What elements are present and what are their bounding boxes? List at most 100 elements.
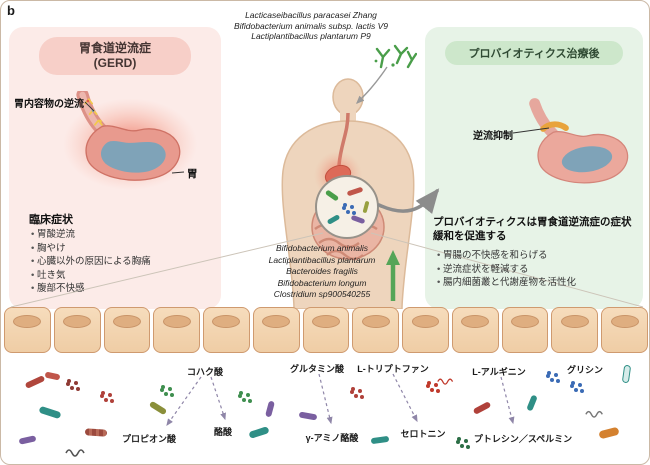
bacteria-rod-icon [621,364,632,384]
metabolite-label: L-トリプトファン [357,364,429,374]
symptom-item: 吐き気 [31,269,213,283]
bacteria-cluster-icon [67,379,71,383]
bacteria-cluster-icon [239,391,243,395]
gut-bacteria-list: Bifidobacterium animalis Lactiplantibaci… [247,243,397,301]
metabolite-label: γ-アミノ酪酸 [305,433,359,443]
metabolite-label: グルタミン酸 [289,364,345,374]
gut-microbiome-magnifier [315,175,379,239]
bacteria-rod-icon [598,426,620,440]
intestinal-epithelium [1,307,649,353]
gerd-title-line2: (GERD) [93,56,137,70]
cell-nucleus [560,315,589,328]
bacteria-rod-icon [265,400,275,418]
bacteria-rod-icon [526,394,538,412]
treated-stomach-illustration [529,98,629,184]
symptoms-heading: 臨床症状 [29,214,73,226]
bacteria-rod-icon [84,428,108,437]
bacteria-rod-icon [326,214,341,225]
bacteria-rod-icon [370,435,390,445]
cell-nucleus [63,315,92,328]
cell-nucleus [610,315,639,328]
gut-bacteria-item: Bifidobacterium animalis [275,243,369,253]
bacteria-spiral-icon [585,410,603,418]
gut-bacteria-item: Bacteroides fragilis [286,266,358,276]
strain-item: Bifidobacterium animalis subsp. lactis V… [233,20,388,31]
cell-nucleus [13,315,42,328]
epithelial-cell [53,307,101,353]
epithelial-cell [203,307,250,353]
cell-nucleus [212,315,241,328]
epithelial-cell [352,307,400,353]
benefit-item: 逆流症状を軽減する [437,263,637,277]
bacteria-rod-icon [362,200,370,214]
cell-nucleus [162,315,191,328]
bacteria-rod-icon [248,426,270,439]
gerd-title-pill: 胃食道逆流症 (GERD) [39,37,191,75]
bacteria-rod-icon [148,400,168,416]
bacteria-cluster-icon [101,391,105,395]
metabolite-label: プトレシン／スペルミン [473,434,573,444]
cell-nucleus [112,315,141,328]
stomach-contents [561,146,613,173]
metabolite-label: セロトニン [400,429,446,439]
epithelial-cell [103,307,151,353]
cell-nucleus [411,315,440,328]
figure-label: b [7,3,15,18]
strain-item: Lactiplantibacillus plantarum P9 [251,31,371,41]
symptom-item: 心臓以外の原因による胸痛 [31,255,213,269]
bacteria-rod-icon [18,435,37,445]
benefit-item: 腸内細菌叢と代謝産物を活性化 [437,276,637,290]
cell-nucleus [361,315,390,328]
symptom-item: 胸やけ [31,242,213,256]
epithelial-cell [252,307,300,353]
reflux-suppression-label: 逆流抑制 [473,131,513,142]
epithelial-cell [302,307,350,353]
symptom-item: 胃酸逆流 [31,228,213,242]
benefit-item: 胃腸の不快感を和らげる [437,249,637,263]
epithelial-cell [153,307,201,353]
bacteria-rod-icon [472,401,492,415]
cell-nucleus [262,315,291,328]
benefit-title: プロバイオティクスは胃食道逆流症の症状緩和を促進する [433,216,632,242]
bacteria-rod-icon [44,371,61,381]
bacteria-cluster-icon [343,203,347,207]
bacteria-cluster-icon [161,385,165,389]
cell-nucleus [511,315,540,328]
symptom-item: 腹部不快感 [31,282,213,296]
bacteria-cluster-icon [547,371,551,375]
metabolite-arrows [166,373,515,426]
bacteria-rod-icon [38,405,62,420]
bacteria-spiral-icon [65,449,85,457]
metabolite-label: グリシン [566,365,604,375]
gut-bacteria-item: Clostridium sp900540255 [273,289,371,299]
stomach-label: 胃 [187,168,198,180]
bacteria-cluster-icon [427,381,431,385]
symptoms-list: 胃酸逆流 胸やけ 心臓以外の原因による胸痛 吐き気 腹部不快感 [31,228,213,296]
gut-bacteria-item: Lactiplantibacillus plantarum [268,254,376,265]
bacteria-spiral-icon [437,378,454,385]
strain-item: Lacticaseibacillus paracasei Zhang [245,10,377,20]
probiotic-strains-list: Lacticaseibacillus paracasei Zhang Bifid… [211,10,411,42]
reflux-label: 胃内容物の逆流 [14,99,84,110]
epithelial-cell [551,307,599,353]
epithelial-cell [451,307,499,353]
metabolite-label: プロピオン酸 [121,434,177,444]
epithelial-cell [601,307,648,353]
metabolite-label: L-アルギニン [472,367,526,377]
bacteria-rod-icon [346,186,364,197]
epithelial-cell [501,307,549,353]
benefits-list: 胃腸の不快感を和らげる 逆流症状を軽減する 腸内細菌叢と代謝産物を活性化 [437,249,637,290]
bacteria-rod-icon [298,411,318,421]
stomach-contents [100,141,166,173]
gerd-stomach-illustration [63,91,198,191]
cell-nucleus [461,315,490,328]
bacteria-cluster-icon [351,387,355,391]
epithelial-cell [4,307,51,353]
cell-nucleus [312,315,340,328]
gerd-title-line1: 胃食道逆流症 [78,41,151,55]
bacteria-rod-icon [24,375,46,389]
metabolite-label: 酪酸 [213,427,233,437]
epithelial-cell [402,307,449,353]
probiotic-bacteria-icon [374,44,417,69]
